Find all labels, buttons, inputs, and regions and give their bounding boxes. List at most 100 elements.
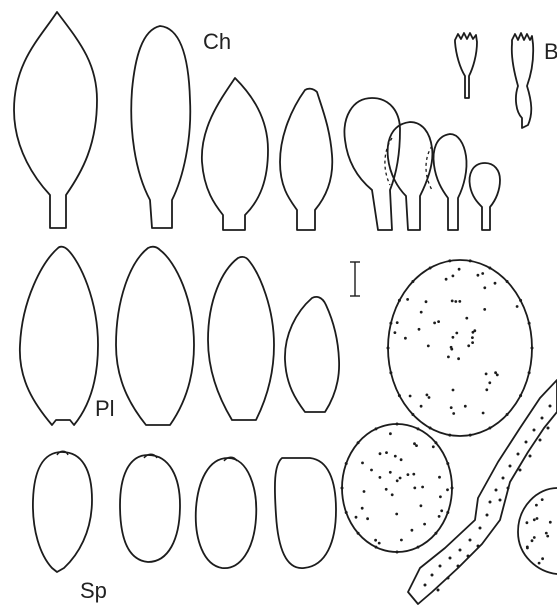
stipple-dot (471, 336, 474, 339)
stipple-dot (396, 423, 399, 426)
stipple-dot (455, 332, 458, 335)
cheilocystidium (131, 26, 190, 228)
stipple-dot (469, 259, 472, 262)
label-spores: Sp (80, 580, 107, 602)
stipple-dot (483, 286, 486, 289)
cheilocystidium (202, 78, 268, 230)
basidium (512, 33, 533, 128)
stipple-dot (374, 539, 377, 542)
pileipellis-group (341, 259, 557, 604)
stipple-dot (449, 557, 452, 560)
cheilocystidia-group (14, 12, 500, 230)
stipple-dot (506, 413, 509, 416)
stipple-dot (469, 434, 472, 437)
stipple-dot (549, 521, 552, 524)
stipple-dot (531, 539, 534, 542)
stipple-dot (450, 346, 453, 349)
stipple-dot (525, 441, 528, 444)
stipple-dot (496, 374, 499, 377)
stipple-dot (458, 268, 461, 271)
stipple-dot (379, 476, 382, 479)
stipple-dot (429, 267, 432, 270)
stipple-dot (519, 299, 522, 302)
stipple-dot (533, 536, 536, 539)
stipple-dot (528, 371, 531, 374)
stipple-dot (483, 308, 486, 311)
stipple-dot (389, 432, 392, 435)
stipple-dot (417, 427, 420, 430)
stipple-dot (389, 322, 392, 325)
stipple-dot (546, 535, 549, 538)
stipple-dot (421, 486, 424, 489)
stipple-dot (345, 511, 348, 514)
stipple-dot (451, 300, 454, 303)
stipple-dot (499, 499, 502, 502)
stipple-dot (355, 516, 358, 519)
cheilocystidium (344, 98, 400, 230)
stipple-dot (341, 487, 344, 490)
stipple-dot (448, 434, 451, 437)
stipple-dot (429, 427, 432, 430)
stipple-dot (375, 546, 378, 549)
stipple-dot (533, 429, 536, 432)
stipple-dot (423, 523, 426, 526)
cheilocystidium (280, 89, 332, 230)
stipple-dot (531, 347, 534, 350)
spore (33, 452, 92, 572)
stipple-dot (437, 589, 440, 592)
stipple-dot (446, 462, 449, 465)
stipple-dot (494, 371, 497, 374)
stipple-dot (439, 495, 442, 498)
stipple-dot (452, 336, 455, 339)
stipple-dot (394, 331, 397, 334)
stipple-dot (450, 406, 453, 409)
stipple-dot (427, 345, 430, 348)
stipple-dot (465, 317, 468, 320)
stipple-dot (378, 542, 381, 545)
stipple-dot (526, 521, 529, 524)
stipple-dot (361, 462, 364, 465)
stipple-dot (420, 405, 423, 408)
stipple-dot (412, 473, 415, 476)
stipple-dot (366, 517, 369, 520)
stipple-dot (541, 417, 544, 420)
stipple-dot (482, 412, 485, 415)
stipple-dot (420, 311, 423, 314)
stipple-dot (539, 439, 542, 442)
stipple-dot (489, 501, 492, 504)
stipple-dot (502, 477, 505, 480)
stipple-dot (447, 356, 450, 359)
stipple-dot (387, 347, 390, 350)
stipple-dot (438, 515, 441, 518)
stipple-dot (391, 493, 394, 496)
stipple-dot (398, 394, 401, 397)
stipple-dot (545, 532, 548, 535)
stipple-dot (413, 487, 416, 490)
stipple-dot (519, 394, 522, 397)
stipple-dot (445, 278, 448, 281)
stipple-dot (495, 489, 498, 492)
stipple-dot (479, 527, 482, 530)
spore (275, 458, 336, 568)
stipple-dot (516, 305, 519, 308)
cheilocystidium (470, 163, 500, 230)
stipple-dot (389, 371, 392, 374)
stipple-dot (541, 498, 544, 501)
stipple-dot (404, 337, 407, 340)
stipple-dot (398, 299, 401, 302)
scale-bar (350, 262, 360, 296)
cheilocystidium (14, 12, 97, 228)
stipple-dot (536, 517, 539, 520)
stipple-dot (434, 441, 437, 444)
stipple-dot (485, 388, 488, 391)
stipple-dot (452, 275, 455, 278)
stipple-dot (452, 412, 455, 415)
stipple-dot (418, 328, 421, 331)
stipple-dot (541, 557, 544, 560)
stipple-dot (448, 259, 451, 262)
stipple-dot (379, 452, 382, 455)
stipple-dot (375, 427, 378, 430)
stipple-dot (547, 427, 550, 430)
